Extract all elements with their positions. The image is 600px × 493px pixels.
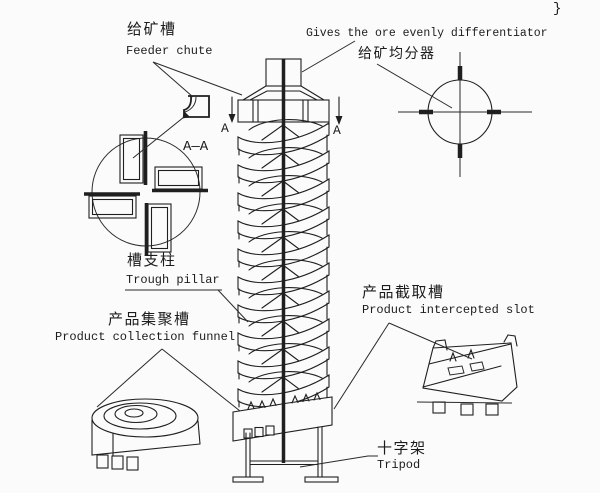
distributor-circle [398,52,532,177]
section-arrow-right [335,96,343,125]
intercepted-slot-drawing [416,334,518,416]
leader-lines [96,40,473,468]
label-intercepted-slot-zh: 产品截取槽 [362,283,445,301]
pillar-east [152,166,208,193]
label-feeder-chute-zh: 给矿槽 [127,20,177,38]
pillar-south [144,203,172,256]
spiral-tower [228,58,343,483]
label-feeder-chute-en: Feeder chute [126,44,213,58]
label-intercepted-slot-en: Product intercepted slot [362,303,535,317]
corner-artifact-mark: } [553,1,562,17]
label-collection-funnel-en: Product collection funnel [55,330,236,344]
label-trough-pillar-en: Trough pillar [126,273,220,287]
collection-funnel-drawing [91,398,201,471]
label-tripod-en: Tripod [377,458,421,472]
label-collection-funnel-zh: 产品集聚槽 [108,310,191,328]
label-tripod-zh: 十字架 [377,439,427,457]
pillar-west [84,192,140,219]
pillar-north [119,131,148,185]
label-distributor-zh: 给矿均分器 [358,46,436,62]
label-trough-pillar-zh: 槽支柱 [127,251,177,269]
label-section-arrow-right: A [333,123,341,138]
feeder-chute-detail [182,95,210,119]
section-arrow-left [228,96,236,123]
label-section-arrow-left: A [221,121,229,136]
tripod-base [232,426,339,483]
section-circle-aa [84,131,208,256]
label-section-aa: A—A [183,139,209,155]
label-distributor-en: Gives the ore evenly differentiator [306,27,548,40]
